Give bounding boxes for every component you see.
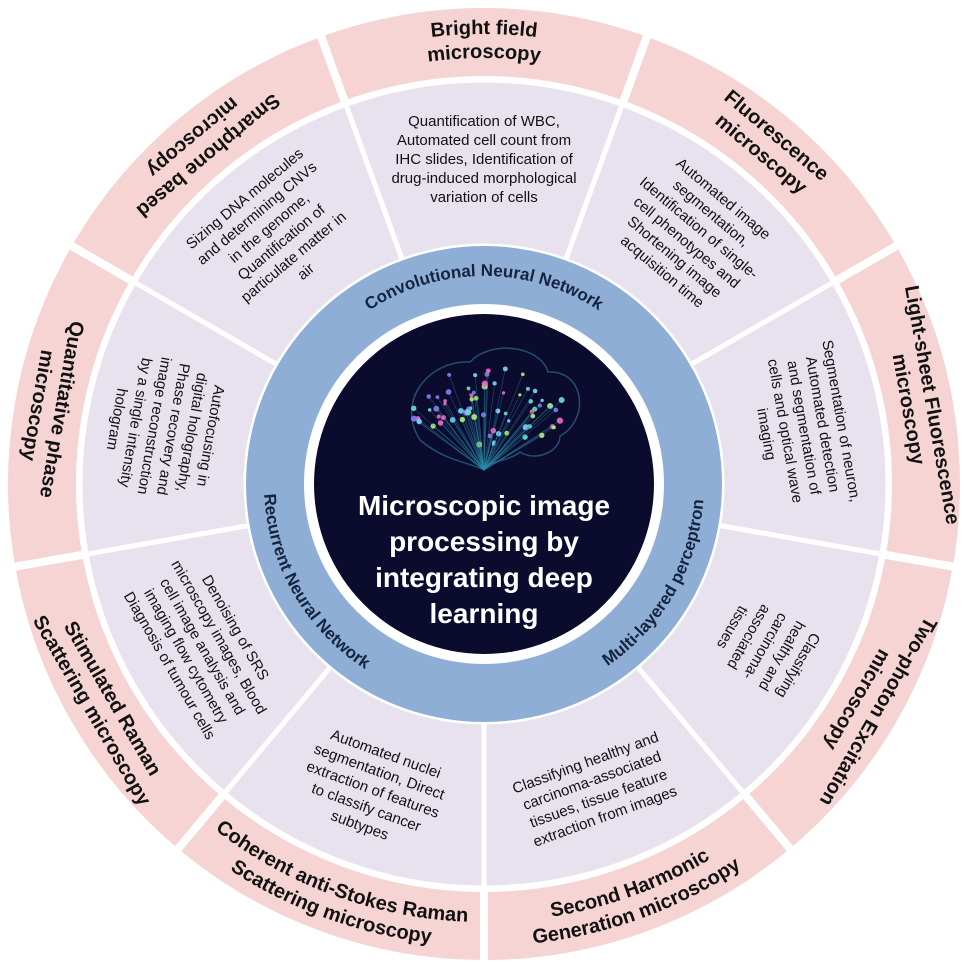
core-background <box>314 314 654 654</box>
application-text-line: drug-induced morphological <box>391 170 576 187</box>
brain-network-icon <box>410 347 581 472</box>
application-text-line: IHC slides, Identification of <box>395 151 573 168</box>
core-circle <box>314 314 654 654</box>
application-text: Quantification of WBC, Automated cell cou… <box>391 113 576 206</box>
microscopy-label-line: microscopy <box>426 41 543 67</box>
application-text-line: Quantification of WBC, <box>408 113 560 130</box>
application-sector <box>342 77 626 264</box>
microscopy-label-line: Bright field <box>430 17 539 42</box>
application-text-line: Automated cell count from <box>397 132 571 149</box>
application-text-line: variation of cells <box>430 189 538 206</box>
application-ring: Automated imagesegmentation,Identificati… <box>77 77 891 891</box>
center-title: Microscopic image processing by integrat… <box>357 490 611 629</box>
